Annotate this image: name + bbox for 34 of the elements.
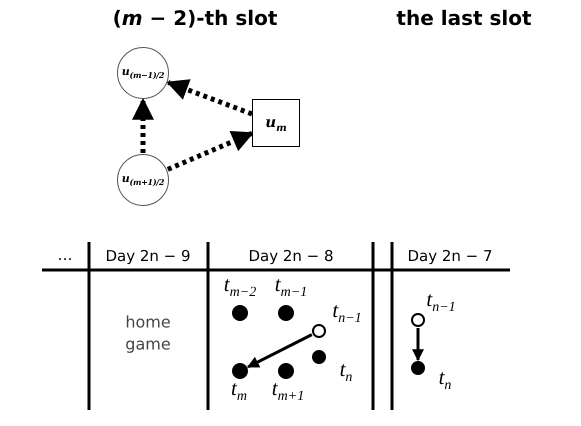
team-label: t$_{n−1}$ [332, 300, 362, 326]
ellipsis: … [58, 246, 72, 264]
slot-heading: the last slot [396, 6, 532, 30]
variable-label: u$_{(m−1)/2}$ [122, 65, 164, 81]
dotted-arrow [132, 98, 154, 153]
team-dot [232, 305, 248, 321]
dotted-arrow [166, 130, 254, 172]
team-dot [232, 363, 248, 379]
hollow-team-dot [411, 313, 425, 327]
day-header: Day 2n − 7 [407, 247, 493, 265]
variable-label: u$_{m}$ [265, 112, 287, 134]
team-label: t$_{n−1}$ [426, 288, 456, 316]
game-note: home game [124, 311, 172, 355]
slot-heading: (m − 2)-th slot [112, 6, 278, 30]
day-header: Day 2n − 8 [248, 247, 334, 265]
team-label: t$_{m}$ [231, 378, 247, 404]
team-dot [278, 305, 294, 321]
variable-circle [117, 154, 169, 206]
arrow [412, 328, 424, 362]
day-header: Day 2n − 9 [105, 247, 191, 265]
team-label: t$_{n}$ [340, 358, 352, 386]
variable-label: u$_{(m+1)/2}$ [122, 172, 164, 188]
team-label: t$_{n}$ [438, 366, 452, 394]
team-dot [411, 361, 425, 375]
team-dot [312, 350, 326, 364]
variable-box [252, 99, 300, 147]
team-label: t$_{m+1}$ [272, 378, 304, 404]
arrow [246, 333, 313, 368]
hollow-team-dot [312, 324, 326, 338]
team-label: t$_{m−2}$ [224, 274, 256, 300]
dotted-arrow [166, 79, 253, 116]
variable-circle [117, 47, 169, 99]
team-dot [278, 363, 294, 379]
team-label: t$_{m−1}$ [274, 274, 308, 300]
